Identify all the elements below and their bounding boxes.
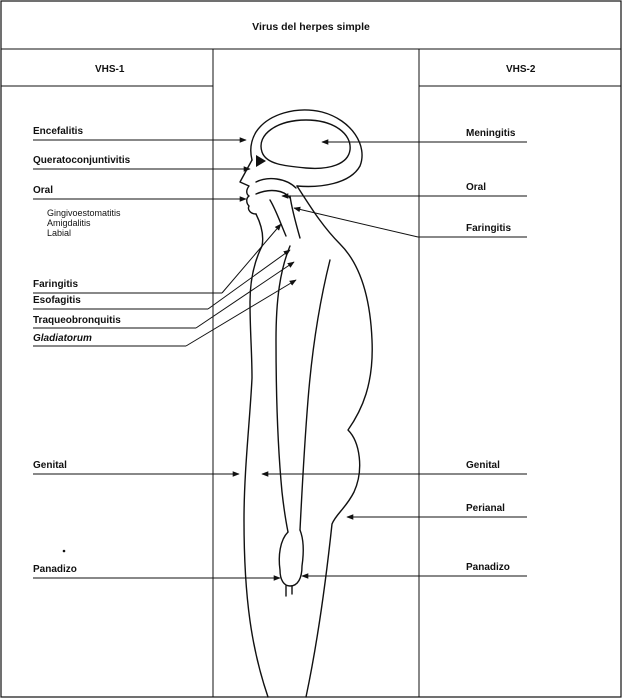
label-encefalitis: Encefalitis bbox=[33, 126, 83, 137]
label-oral-right: Oral bbox=[466, 182, 486, 193]
arrow-faringitis-right bbox=[294, 208, 418, 237]
label-labial: Labial bbox=[47, 228, 71, 238]
label-oral-left: Oral bbox=[33, 185, 53, 196]
label-queratoconjuntivitis: Queratoconjuntivitis bbox=[33, 155, 131, 166]
label-perianal: Perianal bbox=[466, 503, 505, 514]
label-panadizo-left: Panadizo bbox=[33, 564, 77, 575]
label-amigdalitis: Amigdalitis bbox=[47, 218, 91, 228]
arrow-traqueobronquitis bbox=[196, 262, 294, 328]
label-genital-left: Genital bbox=[33, 460, 67, 471]
column-header-vhs1: VHS-1 bbox=[95, 64, 125, 75]
label-gingivoestomatitis: Gingivoestomatitis bbox=[47, 208, 121, 218]
label-traqueobronquitis: Traqueobronquitis bbox=[33, 315, 121, 326]
label-esofagitis: Esofagitis bbox=[33, 295, 81, 306]
arrow-gladiatorum bbox=[186, 280, 296, 346]
label-gladiatorum: Gladiatorum bbox=[33, 333, 92, 344]
label-faringitis-right: Faringitis bbox=[466, 223, 511, 234]
bullet-dot bbox=[63, 550, 66, 553]
label-genital-right: Genital bbox=[466, 460, 500, 471]
label-meningitis: Meningitis bbox=[466, 128, 516, 139]
label-faringitis-left: Faringitis bbox=[33, 279, 78, 290]
label-panadizo-right: Panadizo bbox=[466, 562, 510, 573]
column-header-vhs2: VHS-2 bbox=[506, 64, 536, 75]
human-figure bbox=[240, 110, 372, 697]
diagram-title: Virus del herpes simple bbox=[252, 21, 370, 33]
